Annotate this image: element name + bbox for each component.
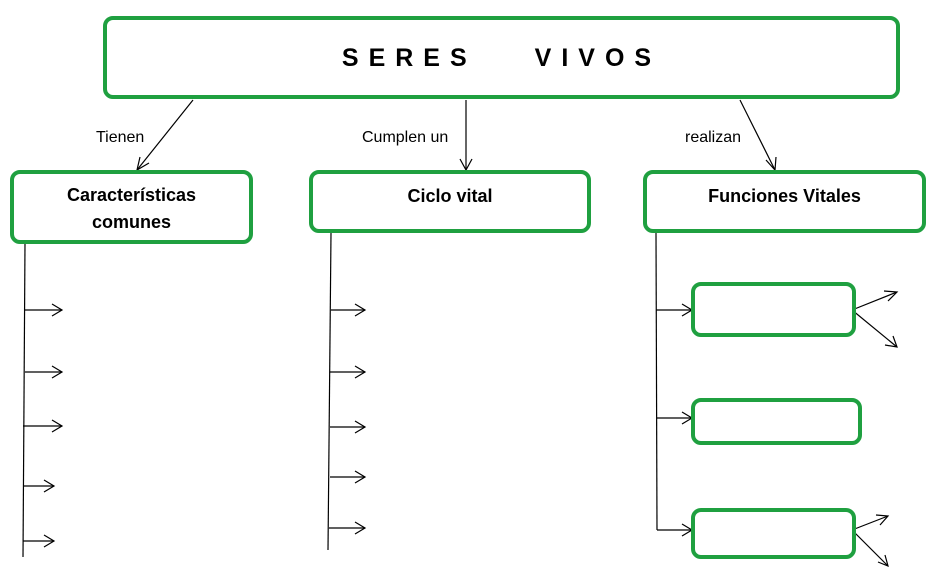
node-label-line-2: comunes: [91, 212, 172, 232]
edge-label-tienen: Tienen: [96, 129, 145, 146]
title-box: SERES VIVOS: [103, 16, 900, 99]
node-label: Características comunes: [14, 182, 249, 236]
node-label: Ciclo vital: [407, 186, 493, 206]
node-ciclo-vital: Ciclo vital: [309, 170, 591, 233]
node-caracteristicas-comunes: Características comunes: [10, 170, 253, 244]
node-label: Funciones Vitales: [708, 186, 861, 206]
edge-label-realizan: realizan: [685, 129, 742, 146]
title-text: SERES VIVOS: [107, 44, 896, 73]
empty-function-box-3: [691, 508, 856, 559]
title-word-2: VIVOS: [534, 44, 662, 72]
empty-function-box-1: [691, 282, 856, 337]
node-funciones-vitales: Funciones Vitales: [643, 170, 926, 233]
title-word-1: SERES: [341, 44, 477, 72]
empty-function-box-2: [691, 398, 862, 445]
edge-label-cumplen-un: Cumplen un: [362, 129, 449, 146]
node-label-line-1: Características: [66, 185, 197, 205]
